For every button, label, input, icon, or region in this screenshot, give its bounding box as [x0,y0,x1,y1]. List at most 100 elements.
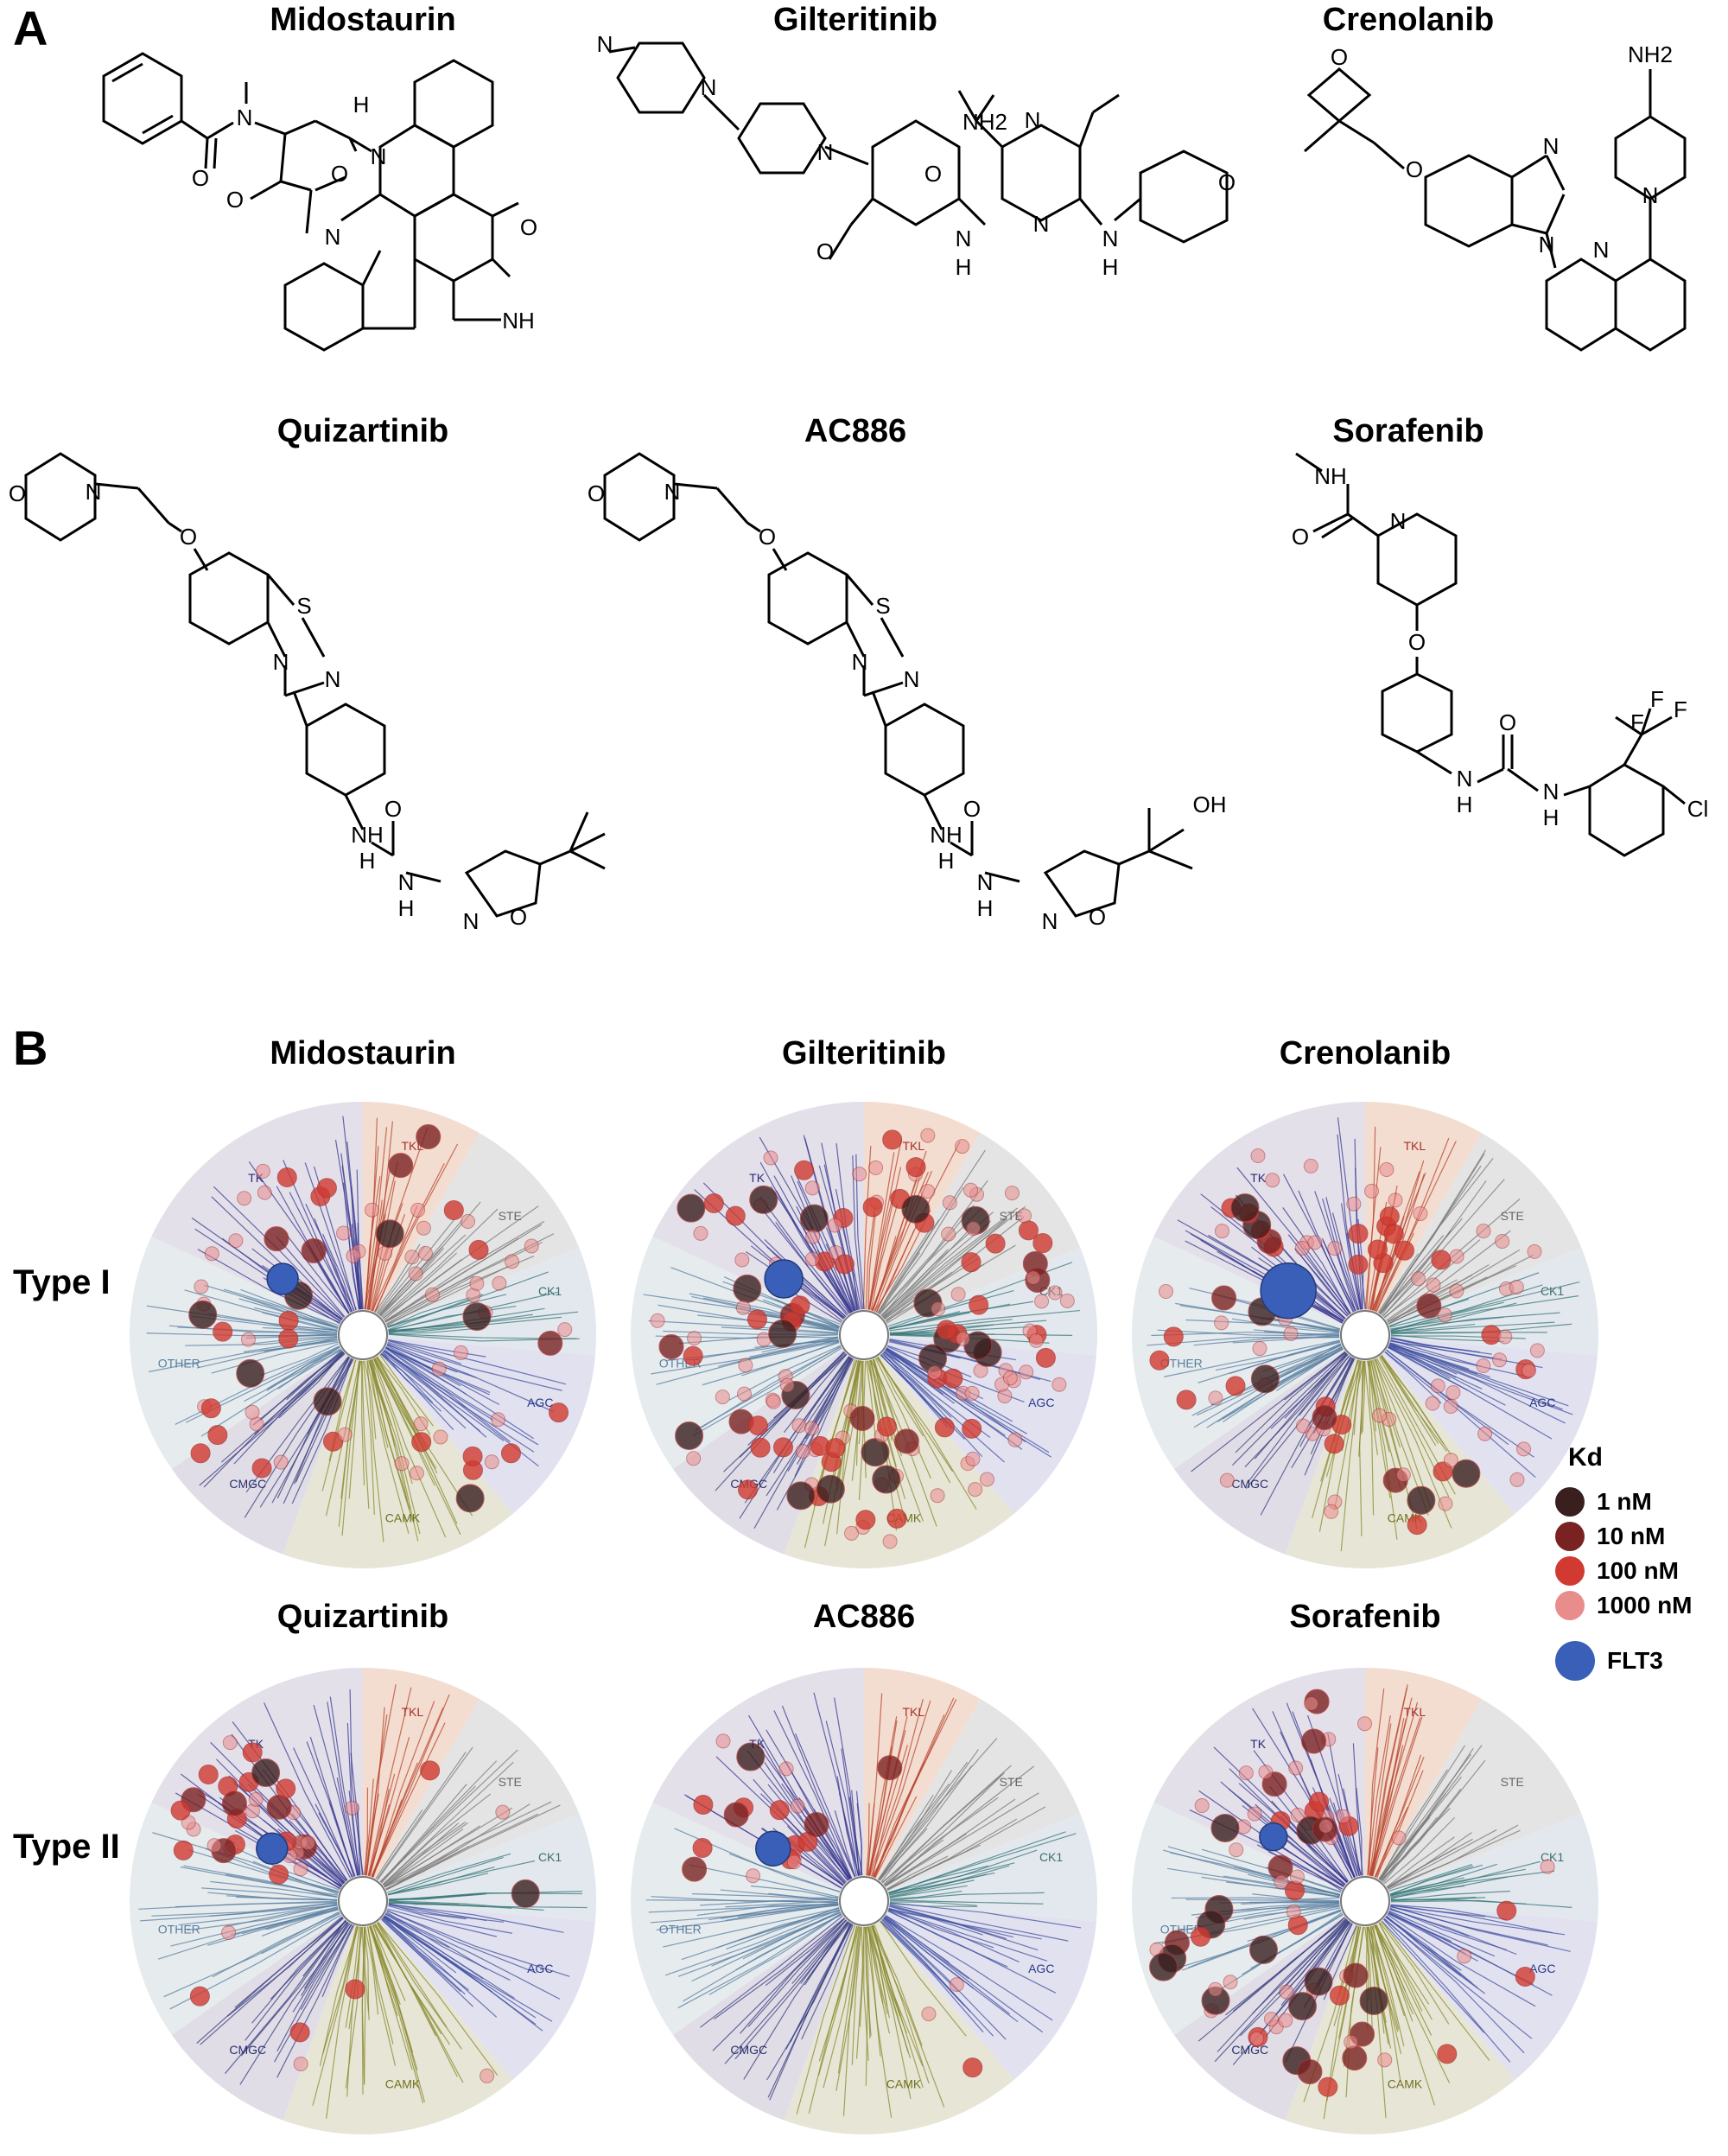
kinase-branch [889,1879,975,1898]
kinase-hit-circle [790,1295,810,1316]
kinase-hit-circle [433,1429,448,1445]
kinase-branch [1380,1355,1447,1452]
kinase-group-sector [784,1901,1014,2134]
kinase-hit-circle [1214,1224,1229,1239]
kinase-hit-circle [276,1167,297,1188]
kinase-hit-circle [963,1182,979,1198]
atom-label: O [1331,44,1348,70]
kinase-branch [714,1918,845,2020]
kinase-hit-circle [245,1404,260,1420]
kinase-branch [261,1912,340,1955]
kinase-branch [300,1922,350,1996]
kinase-branch [387,1853,511,1893]
kinase-branch [1390,1876,1508,1898]
kinase-hit-circle [738,1358,753,1373]
kinase-hit-circle [1210,1813,1240,1842]
kinase-branch [886,1806,1046,1890]
kinase-branch [762,1299,840,1328]
kinase-hit-circle [460,1214,475,1230]
kinase-branch [294,1358,354,1485]
kinase-group-sector [151,1102,363,1335]
kinase-branch [1368,1360,1379,1456]
kinase-branch [872,1161,925,1311]
kinase-hit-circle [1372,1408,1388,1423]
kinase-branch [878,1794,934,1880]
kinase-branch [1369,1745,1404,1876]
kinase-group-label: AGC [1529,1396,1555,1409]
kinase-hit-circle [1303,1158,1318,1173]
kinase-branch [1298,1190,1354,1313]
kinase-branch [889,1309,1081,1332]
kinase-hit-circle [293,2056,308,2071]
kinase-group-sector [1365,1699,1582,1901]
kinase-branch [866,1926,871,2038]
kinase-branch [388,1893,487,1900]
kinase-branch [880,1920,994,2037]
kinase-group-label: OTHER [659,1923,702,1937]
kinase-branch [1371,1359,1401,1448]
kinase-branch [191,1315,338,1333]
kinase-branch [645,1899,839,1904]
kinase-branch [366,1360,384,1542]
kinase-hit-circle [346,1249,361,1264]
kinase-branch [859,1926,864,2027]
kinase-hit-circle [548,1402,569,1423]
kinase-branch [888,1909,983,1936]
kinase-group-label: AGC [1028,1962,1054,1975]
kinase-branch [170,1906,338,1947]
kinase-branch [651,1896,839,1902]
kinase-branch [655,1334,839,1339]
kinase-branch [368,1804,391,1877]
kinase-branch [851,1790,863,1876]
panel-b-letter: B [13,1021,48,1075]
atom-label: N [1539,232,1555,258]
kinase-branch [274,1924,353,2063]
kinase-branch [1359,1360,1365,1536]
kinase-hit-circle [1301,1728,1327,1754]
atom-label: N [371,143,387,169]
kinase-hit-circle [337,1427,353,1442]
kinase-branch [885,1915,1053,2021]
kinase-branch [372,1924,406,2001]
kinase-branch [1322,1199,1358,1311]
kinase-hit-circle [920,1128,936,1143]
kinase-branch [266,1346,340,1390]
kinase-branch [1225,1917,1345,2016]
kinase-branch [689,1864,839,1898]
kinase-branch [883,1205,1026,1320]
kinase-hit-circle [1018,1220,1039,1241]
atom-label: S [296,593,311,619]
kinase-branch [882,1207,1018,1319]
kinase-branch [276,1236,346,1318]
kinase-hit-circle [1379,1206,1400,1227]
kinase-hit-circle [273,1454,289,1470]
kinase-branch [387,1866,495,1895]
kinase-hit-circle [1527,1243,1542,1259]
kinase-branch [347,1229,360,1310]
kinase-hit-circle [1149,1350,1170,1371]
atom-label: O [963,796,981,822]
kinase-branch [375,1923,464,2083]
kinase-branch [364,1926,370,2020]
kinase-group-label: TKL [1403,1705,1426,1719]
kinase-hit-circle [189,1986,210,2007]
kinase-branch [381,1918,461,1993]
kinase-hit-circle [453,1345,468,1360]
kinase-hit-circle [1176,1390,1197,1410]
kinase-branch [888,1908,1048,1962]
kinase-branch [1386,1836,1455,1888]
kinase-branch [648,1320,839,1333]
kinase-branch [220,1353,346,1463]
kinase-hit-circle [799,1204,829,1233]
kinase-branch [336,1778,359,1876]
kinase-hit-circle [1329,1985,1350,2006]
kinase-branch [836,1360,861,1491]
kinase-branch [1368,1360,1390,1453]
kinase-branch [865,1926,881,2057]
kinase-hit-circle [1019,1364,1034,1380]
kinase-hit-circle [524,1238,539,1254]
kinase-branch [385,1804,561,1891]
kinase-branch [677,1912,842,2009]
kinase-branch [889,1892,1045,1901]
